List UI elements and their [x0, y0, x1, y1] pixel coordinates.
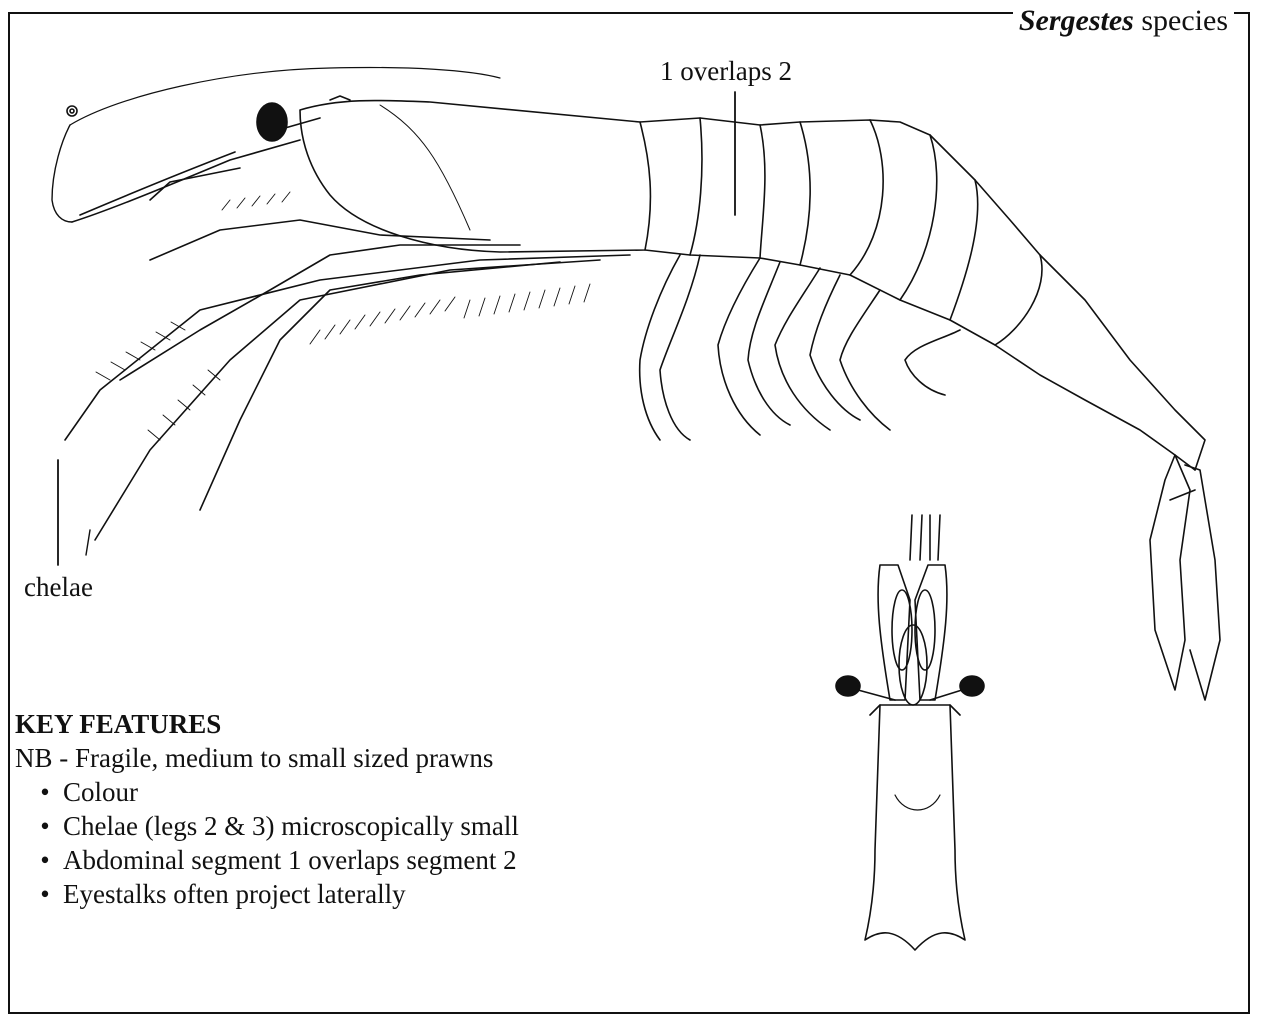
list-item-text: Eyestalks often project laterally [63, 879, 406, 909]
key-features-note: NB - Fragile, medium to small sized praw… [15, 741, 519, 775]
key-features-list: •Colour •Chelae (legs 2 & 3) microscopic… [15, 775, 519, 911]
bullet-icon: • [27, 775, 63, 809]
lateral-prawn-drawing [52, 67, 1220, 700]
key-features-heading: KEY FEATURES [15, 707, 519, 741]
list-item: •Colour [15, 775, 519, 809]
chelae-annotation: chelae [24, 572, 93, 602]
bullet-icon: • [27, 843, 63, 877]
overlap-annotation: 1 overlaps 2 [660, 56, 792, 86]
dorsal-prawn-drawing [836, 515, 984, 950]
list-item: •Abdominal segment 1 overlaps segment 2 [15, 843, 519, 877]
list-item-text: Chelae (legs 2 & 3) microscopically smal… [63, 811, 519, 841]
key-features-block: KEY FEATURES NB - Fragile, medium to sma… [15, 707, 519, 911]
list-item: •Eyestalks often project laterally [15, 877, 519, 911]
list-item-text: Colour [63, 777, 138, 807]
list-item-text: Abdominal segment 1 overlaps segment 2 [63, 845, 517, 875]
bullet-icon: • [27, 809, 63, 843]
bullet-icon: • [27, 877, 63, 911]
list-item: •Chelae (legs 2 & 3) microscopically sma… [15, 809, 519, 843]
